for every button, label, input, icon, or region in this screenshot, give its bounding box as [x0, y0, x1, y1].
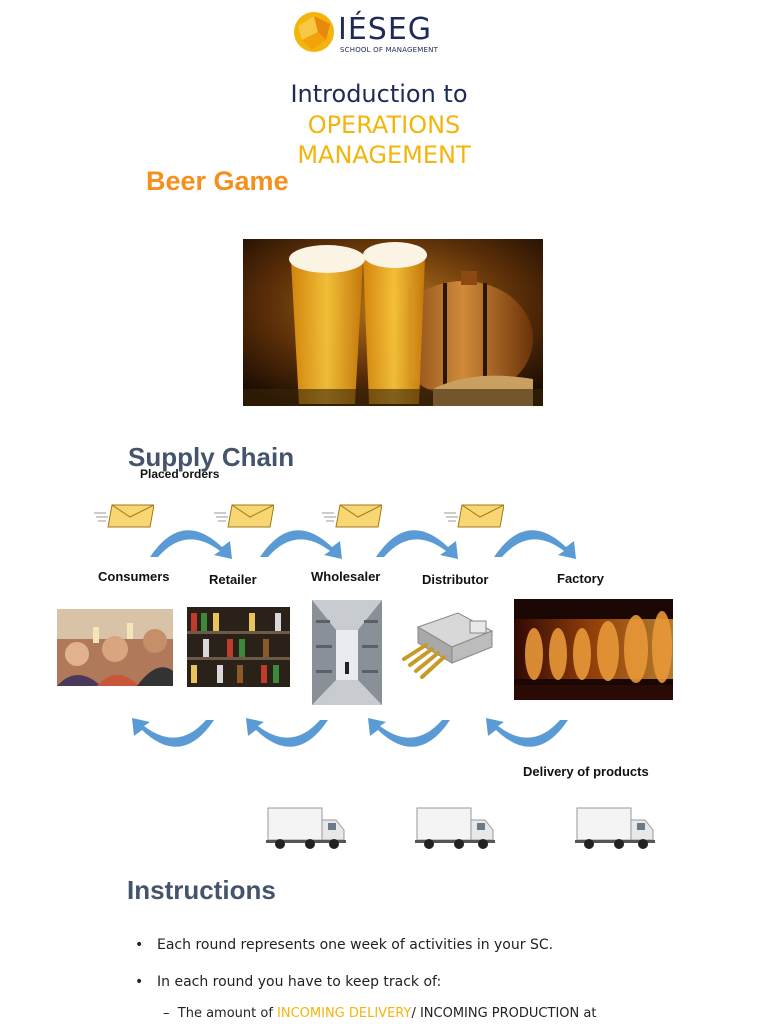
delivery-label: Delivery of products	[523, 764, 649, 779]
instruction-bullet-text: In each round you have to keep track of:	[157, 974, 441, 990]
dash-bullet: –	[163, 1006, 178, 1021]
order-arrow-icon	[490, 517, 580, 561]
order-arrow-icon	[372, 517, 462, 561]
instruction-sub-bullet: – The amount of INCOMING DELIVERY/ INCOM…	[163, 1006, 596, 1021]
truck-icon	[415, 806, 495, 850]
node-label-consumers: Consumers	[98, 569, 170, 584]
retailer-photo	[187, 607, 290, 687]
envelope-icon	[94, 503, 154, 529]
order-arrow-icon	[256, 517, 346, 561]
truck-icon	[266, 806, 346, 850]
sub-bullet-suffix: / INCOMING PRODUCTION at	[411, 1006, 596, 1021]
wholesaler-photo	[312, 600, 382, 705]
beer-photo	[243, 239, 543, 406]
delivery-arrow-icon	[128, 716, 218, 760]
factory-photo	[514, 599, 673, 700]
title-operations: OPERATIONS MANAGEMENT	[0, 110, 768, 170]
node-label-distributor: Distributor	[422, 572, 488, 587]
incoming-delivery-highlight: INCOMING DELIVERY	[277, 1006, 411, 1021]
instructions-heading: Instructions	[127, 875, 276, 906]
order-arrow-icon	[146, 517, 236, 561]
title-line-2: OPERATIONS	[0, 110, 768, 140]
title-line-3: MANAGEMENT	[0, 140, 768, 170]
placed-orders-label: Placed orders	[140, 467, 219, 481]
node-label-factory: Factory	[557, 571, 604, 586]
logo-subtitle: SCHOOL OF MANAGEMENT	[340, 46, 438, 54]
truck-icon	[575, 806, 655, 850]
node-label-retailer: Retailer	[209, 572, 257, 587]
consumers-photo	[57, 609, 173, 686]
node-label-wholesaler: Wholesaler	[311, 569, 380, 584]
instruction-bullet-text: Each round represents one week of activi…	[157, 937, 553, 953]
sub-bullet-prefix: The amount of	[178, 1006, 277, 1021]
logo-sun-icon	[292, 10, 336, 54]
delivery-arrow-icon	[242, 716, 332, 760]
delivery-arrow-icon	[482, 716, 572, 760]
delivery-arrow-icon	[364, 716, 454, 760]
ieseg-logo: IÉSEG SCHOOL OF MANAGEMENT	[292, 10, 432, 58]
distributor-connector-icon	[398, 607, 498, 687]
title-line-1: Introduction to	[0, 80, 758, 108]
logo-brand: IÉSEG	[338, 12, 432, 47]
beer-game-heading: Beer Game	[146, 166, 289, 197]
